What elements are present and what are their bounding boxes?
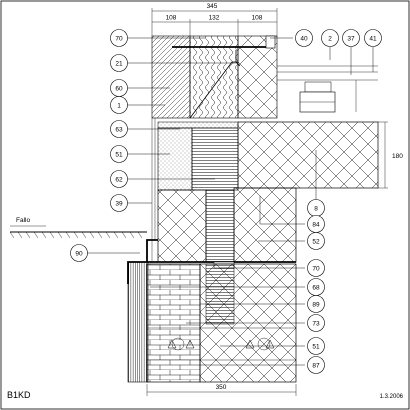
callout-84: 84 xyxy=(307,215,325,233)
svg-text:90: 90 xyxy=(75,250,83,257)
drainage-board xyxy=(127,261,149,383)
dimension-total: 345 xyxy=(207,3,218,10)
svg-text:87: 87 xyxy=(312,362,320,369)
svg-text:73: 73 xyxy=(312,320,320,327)
drain-pipe-right xyxy=(257,337,271,351)
svg-text:60: 60 xyxy=(115,85,123,92)
svg-text:41: 41 xyxy=(369,35,377,42)
dimension-right: 108 xyxy=(252,15,263,22)
foundation-wall-insulation xyxy=(205,189,235,263)
callout-62: 62 xyxy=(110,170,128,188)
svg-text:68: 68 xyxy=(312,284,320,291)
footing-insulation xyxy=(205,263,235,325)
ground-label: Fallo xyxy=(16,217,30,224)
svg-text:84: 84 xyxy=(312,221,320,228)
floor-slab xyxy=(237,121,379,189)
svg-text:70: 70 xyxy=(312,265,320,272)
drain-pipe-left xyxy=(171,337,185,351)
callout-70-lower: 70 xyxy=(307,259,325,277)
callout-68: 68 xyxy=(307,278,325,296)
dimension-middle: 132 xyxy=(209,15,220,22)
drawing-date: 1.3.2006 xyxy=(380,394,404,400)
ground-surface: Fallo xyxy=(9,217,147,239)
svg-text:37: 37 xyxy=(347,35,355,42)
svg-text:51: 51 xyxy=(115,151,123,158)
callout-2: 2 xyxy=(321,29,339,47)
bottom-dimension: 350 xyxy=(146,384,297,396)
upper-wall-insulation xyxy=(189,35,239,119)
svg-text:21: 21 xyxy=(115,60,123,67)
callout-73: 73 xyxy=(307,314,325,332)
window-frame xyxy=(277,65,378,113)
leader-lines xyxy=(87,37,374,366)
callout-87: 87 xyxy=(307,356,325,374)
foundation-wall-outer xyxy=(157,189,207,263)
callout-51-upper: 51 xyxy=(110,145,128,163)
callout-8: 8 xyxy=(307,199,325,217)
svg-text:40: 40 xyxy=(300,35,308,42)
window-lintel xyxy=(172,35,276,119)
callout-41: 41 xyxy=(364,29,382,47)
waterproofing-upstand xyxy=(127,239,158,284)
foundation-wall-inner xyxy=(233,187,297,263)
ring-beam-outer xyxy=(157,127,193,191)
svg-text:39: 39 xyxy=(115,200,123,207)
svg-text:63: 63 xyxy=(115,126,123,133)
callout-1: 1 xyxy=(110,96,128,114)
svg-text:70: 70 xyxy=(115,35,123,42)
svg-text:89: 89 xyxy=(312,301,320,308)
drawing-code: B1KD xyxy=(7,390,31,400)
svg-text:1: 1 xyxy=(117,102,121,109)
svg-text:52: 52 xyxy=(312,238,320,245)
upper-wall-outer-leaf xyxy=(151,35,191,119)
callout-70-top: 70 xyxy=(110,29,128,47)
upper-wall-inner-leaf xyxy=(237,35,278,119)
callout-63: 63 xyxy=(110,120,128,138)
top-dimension-chain: 345 108 132 108 xyxy=(151,3,278,36)
svg-text:62: 62 xyxy=(115,176,123,183)
callout-37: 37 xyxy=(342,29,360,47)
dimension-left: 108 xyxy=(166,15,177,22)
slab-edge-band xyxy=(157,121,239,129)
dimension-bottom: 350 xyxy=(216,384,227,391)
callout-39: 39 xyxy=(110,194,128,212)
svg-text:8: 8 xyxy=(314,205,318,212)
ring-beam-insulation xyxy=(191,127,239,191)
callout-89: 89 xyxy=(307,295,325,313)
aggregate-symbols xyxy=(167,339,275,349)
callout-40: 40 xyxy=(295,29,313,47)
callout-60: 60 xyxy=(110,79,128,97)
svg-text:51: 51 xyxy=(312,343,320,350)
callout-90: 90 xyxy=(70,244,88,262)
callout-52: 52 xyxy=(307,232,325,250)
svg-text:2: 2 xyxy=(328,35,332,42)
callout-51-lower: 51 xyxy=(307,337,325,355)
callout-21: 21 xyxy=(110,54,128,72)
slab-dimension: 180 xyxy=(378,121,403,189)
dimension-slab: 180 xyxy=(392,153,403,160)
